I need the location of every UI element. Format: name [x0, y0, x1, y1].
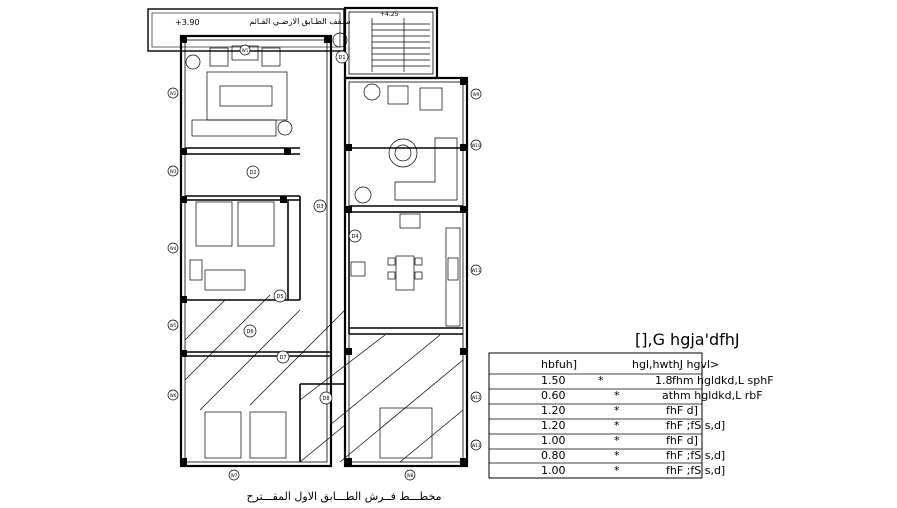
svg-text:0.60: 0.60	[541, 389, 566, 402]
bedroom-furniture	[189, 201, 433, 459]
terrace-hatch	[184, 294, 464, 463]
svg-text:W9: W9	[473, 92, 480, 97]
svg-text:1.00: 1.00	[541, 434, 566, 447]
svg-text:fhF ;fS s,d]: fhF ;fS s,d]	[666, 449, 725, 462]
svg-text:*: *	[614, 449, 620, 462]
svg-text:W13: W13	[471, 443, 481, 448]
level-label: +3.90	[175, 18, 200, 27]
schedule-row: 0.60 * athm hgldkd,L rbF	[541, 389, 763, 402]
svg-text:fhF d]: fhF d]	[666, 434, 698, 447]
svg-text:fhF d]: fhF d]	[666, 404, 698, 417]
salon-furniture	[354, 83, 458, 204]
svg-text:fhm hgldkd,L sphF: fhm hgldkd,L sphF	[672, 374, 774, 387]
door-tag: D2	[249, 170, 256, 176]
svg-text:*: *	[614, 434, 620, 447]
svg-text:*: *	[614, 419, 620, 432]
svg-text:athm hgldkd,L rbF: athm hgldkd,L rbF	[662, 389, 763, 402]
svg-text:0.80: 0.80	[541, 449, 566, 462]
svg-text:W5: W5	[170, 323, 177, 328]
svg-text:W7: W7	[231, 473, 238, 478]
roof-level-box: سـقف الطـابق الارضـي القـائم +3.90	[147, 8, 351, 52]
schedule-header-desc: hgl,hwthJ hgvl>	[632, 358, 719, 371]
svg-text:W3: W3	[170, 169, 177, 174]
door-tag: D1	[338, 55, 345, 61]
svg-text:W8: W8	[407, 473, 414, 478]
door-tag: D5	[276, 294, 283, 300]
window-tags: W1 W2 W3 W4 W5 W6 W7 W8 W9 W10 W11 W12 W…	[167, 44, 482, 481]
roof-label: سـقف الطـابق الارضـي القـائم	[249, 17, 351, 26]
svg-text:W12: W12	[471, 395, 481, 400]
schedule-row: 1.00 * fhF d]	[541, 434, 698, 447]
schedule-row: 1.50 * 1.8 fhm hgldkd,L sphF	[541, 374, 774, 387]
schedule-header-dims: hbfuh]	[541, 358, 577, 371]
svg-text:*: *	[614, 464, 620, 477]
svg-text:*: *	[614, 404, 620, 417]
svg-text:W6: W6	[170, 393, 177, 398]
plan-caption: مخطـــط فــرش الطـــابق الاول المقـــترح	[246, 490, 441, 504]
svg-text:1.20: 1.20	[541, 404, 566, 417]
schedule-row: 1.00 * fhF ;fS s,d]	[541, 464, 725, 477]
columns	[180, 36, 467, 465]
svg-text:W2: W2	[170, 91, 177, 96]
living-room-furniture	[185, 32, 348, 137]
svg-text:fhF ;fS s,d]: fhF ;fS s,d]	[666, 419, 725, 432]
svg-text:W1: W1	[242, 48, 249, 53]
stair-note: +4.25	[380, 11, 399, 18]
kitchen-dining	[350, 213, 461, 327]
schedule-title: [],G hgja'dfhJ	[635, 330, 740, 349]
schedule-row: 1.20 * fhF d]	[541, 404, 698, 417]
door-tag: D3	[316, 204, 323, 210]
svg-text:W10: W10	[471, 143, 481, 148]
opening-schedule: [],G hgja'dfhJ hbfuh] hgl,hwthJ hgvl> 1.…	[488, 330, 774, 479]
svg-text:fhF ;fS s,d]: fhF ;fS s,d]	[666, 464, 725, 477]
schedule-row: 1.20 * fhF ;fS s,d]	[541, 419, 725, 432]
schedule-row: 0.80 * fhF ;fS s,d]	[541, 449, 725, 462]
svg-text:*: *	[614, 389, 620, 402]
svg-text:*: *	[598, 374, 604, 387]
svg-text:W11: W11	[471, 268, 481, 273]
svg-text:1.00: 1.00	[541, 464, 566, 477]
svg-text:1.50: 1.50	[541, 374, 566, 387]
door-tag: D7	[279, 355, 286, 361]
door-tag: D8	[322, 396, 329, 402]
svg-text:W4: W4	[170, 246, 177, 251]
door-tag: D6	[246, 329, 253, 335]
svg-text:1.20: 1.20	[541, 419, 566, 432]
svg-text:1.8: 1.8	[655, 374, 673, 387]
staircase: +4.25	[371, 11, 430, 72]
door-tags: D1 D2 D3 D4 D5 D6 D7 D8	[243, 50, 362, 405]
interior-walls	[185, 147, 463, 462]
door-tag: D4	[351, 234, 358, 240]
